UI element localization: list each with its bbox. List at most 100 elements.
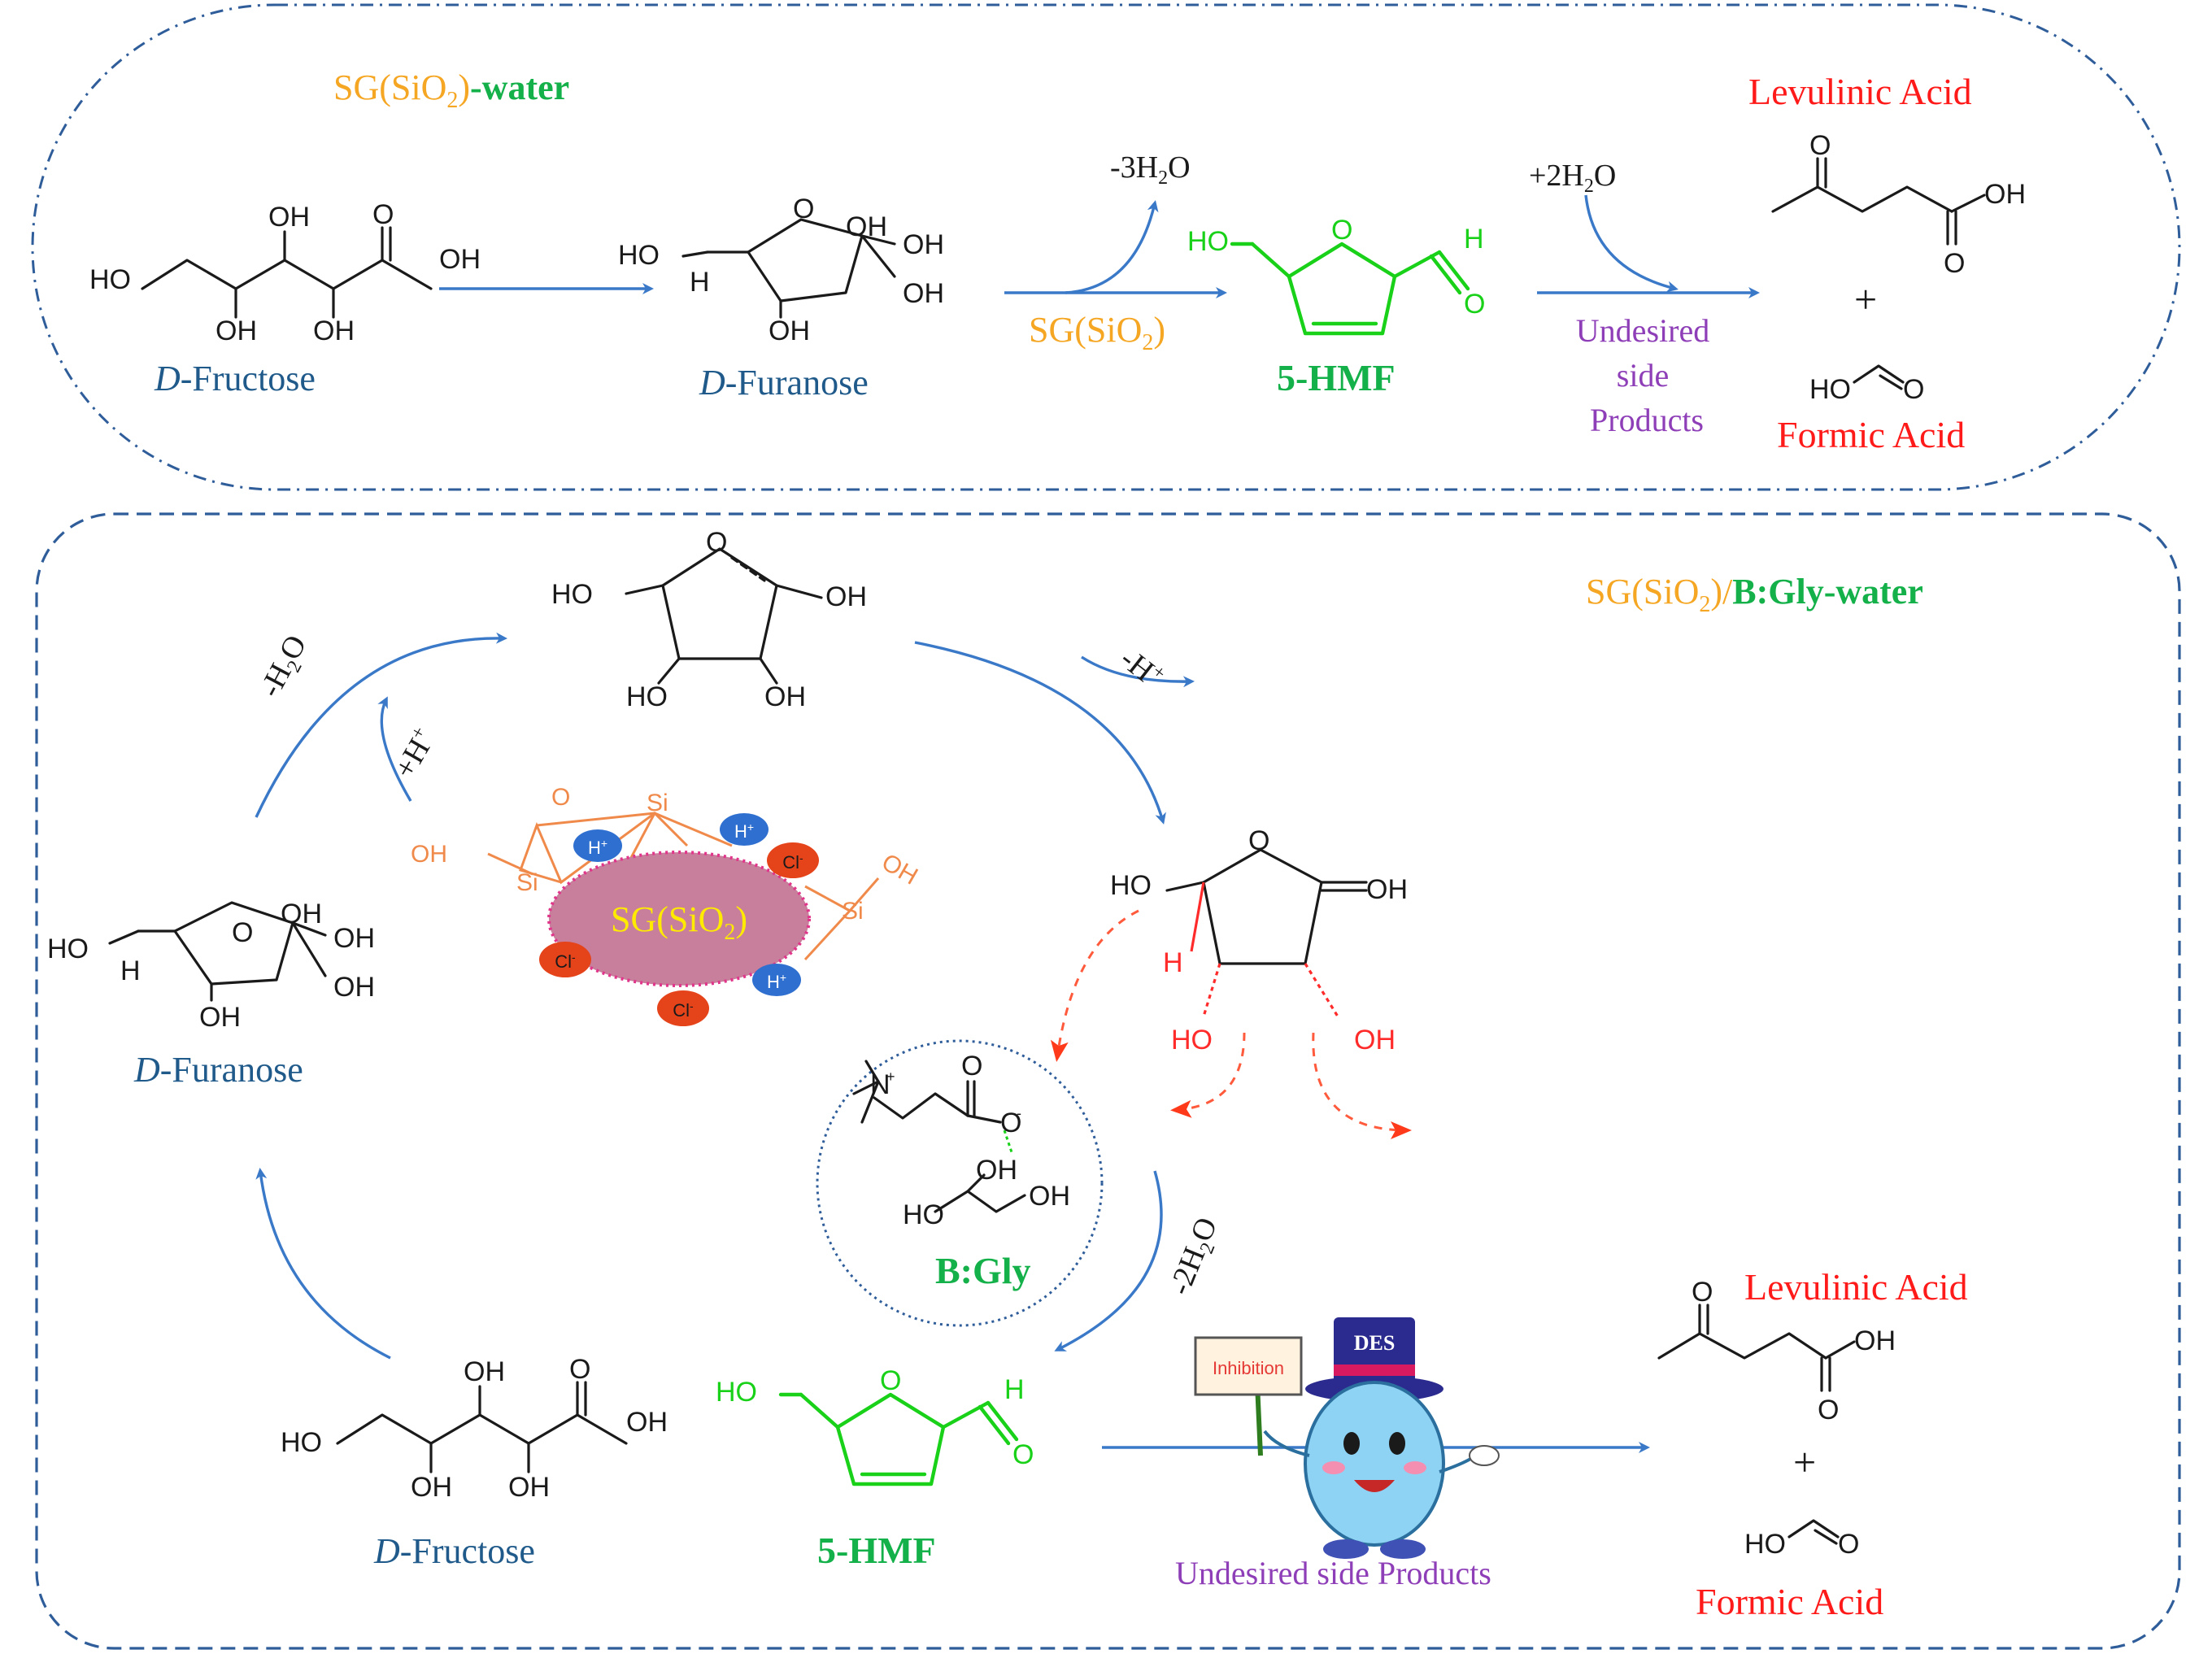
label-minus-water: -H2O xyxy=(253,629,317,704)
svg-text:HO: HO xyxy=(47,934,89,964)
svg-text:HO: HO xyxy=(1809,374,1851,405)
svg-text:H+: H+ xyxy=(734,820,754,842)
svg-text:O: O xyxy=(1248,825,1269,856)
svg-text:OH: OH xyxy=(333,923,375,954)
svg-text:O: O xyxy=(1331,215,1352,246)
svg-text:O: O xyxy=(1464,289,1485,320)
proton-ion: H+ xyxy=(720,813,769,846)
chloride-ion: Cl- xyxy=(539,942,591,977)
svg-text:HO: HO xyxy=(1171,1025,1213,1055)
mascot-body xyxy=(1304,1381,1445,1547)
cycle-arrow-enol-to-hmf xyxy=(1054,1170,1163,1351)
svg-text:H+: H+ xyxy=(767,971,786,992)
des-mascot: Inhibition DES xyxy=(1194,1317,1500,1559)
svg-text:O: O xyxy=(1838,1529,1859,1560)
top-fructose-molecule: HO OH OH OH OH O xyxy=(89,199,481,346)
top-levulinic-molecule: O OH O xyxy=(1771,130,2026,279)
bottom-formic-label: Formic Acid xyxy=(1696,1581,1883,1622)
svg-text:HO: HO xyxy=(1110,870,1152,901)
des-hat-label: DES xyxy=(1354,1331,1396,1355)
svg-text:O: O xyxy=(793,194,814,224)
svg-text:H: H xyxy=(1464,224,1484,255)
svg-text:O: O xyxy=(569,1354,590,1385)
chloride-ion: Cl- xyxy=(657,990,709,1026)
svg-text:OH: OH xyxy=(764,681,806,712)
bgly-circle xyxy=(816,1039,1104,1327)
bgly-label: B:Gly xyxy=(935,1250,1031,1291)
top-plus: + xyxy=(1854,276,1877,322)
svg-text:OH: OH xyxy=(508,1472,550,1503)
svg-text:H+: H+ xyxy=(588,837,607,858)
bottom-panel: SG(SiO2)/B:Gly-water -H2O +H+ -H+ -2H2O … xyxy=(35,512,2181,1650)
top-hydration-label: +2H2O xyxy=(1529,159,1616,197)
bottom-hmf-label: 5-HMF xyxy=(817,1530,936,1571)
top-catalyst-label: SG(SiO2) xyxy=(1029,310,1165,355)
svg-text:OH: OH xyxy=(1984,179,2026,210)
sg-catalyst: SG(SiO2) OH O Si Si Si OH H+ H+ H+ Cl- C… xyxy=(411,784,922,1026)
svg-text:OH: OH xyxy=(1854,1325,1896,1356)
svg-text:Si: Si xyxy=(647,790,668,816)
svg-text:OH: OH xyxy=(877,849,922,890)
svg-text:OH: OH xyxy=(281,899,322,929)
svg-text:O: O xyxy=(1012,1439,1034,1470)
top-levulinic-label: Levulinic Acid xyxy=(1748,71,1972,112)
svg-text:N: N xyxy=(870,1069,890,1100)
svg-text:OH: OH xyxy=(626,1407,668,1438)
svg-text:O: O xyxy=(1692,1277,1713,1308)
label-minus-2water: -2H2O xyxy=(1162,1212,1227,1301)
svg-text:O: O xyxy=(880,1365,901,1396)
top-panel: SG(SiO2)-water HO OH OH OH OH O D-Fructo… xyxy=(31,3,2181,491)
svg-text:Cl-: Cl- xyxy=(782,851,803,873)
svg-text:OH: OH xyxy=(313,316,355,346)
svg-text:-: - xyxy=(1017,1105,1021,1121)
dashed-arrow-oh-release xyxy=(1312,1032,1412,1139)
bgly-complex: N + O O - OH HO OH B:Gly xyxy=(816,1039,1104,1327)
svg-text:H: H xyxy=(120,955,141,986)
top-formic-label: Formic Acid xyxy=(1777,414,1965,455)
svg-text:HO: HO xyxy=(89,264,131,295)
top-formic-molecule: HO O xyxy=(1809,364,1924,405)
top-panel-border xyxy=(31,3,2181,491)
svg-text:OH: OH xyxy=(825,581,867,612)
svg-text:HO: HO xyxy=(618,240,660,271)
proton-ion: H+ xyxy=(752,964,801,996)
svg-text:O: O xyxy=(961,1051,982,1082)
bottom-panel-border xyxy=(35,512,2181,1650)
svg-text:O: O xyxy=(372,199,394,230)
svg-text:SG(SiO2): SG(SiO2) xyxy=(611,899,747,945)
svg-text:Si: Si xyxy=(516,869,538,896)
svg-text:O: O xyxy=(1809,130,1831,161)
bottom-hmf-molecule: HO O H O xyxy=(716,1365,1034,1486)
svg-text:O: O xyxy=(1818,1395,1839,1425)
svg-text:+: + xyxy=(886,1069,895,1085)
svg-text:OH: OH xyxy=(216,316,257,346)
svg-text:HO: HO xyxy=(626,681,668,712)
bottom-condition-title: SG(SiO2)/B:Gly-water xyxy=(1586,572,1923,617)
svg-text:H: H xyxy=(690,267,710,298)
svg-text:OH: OH xyxy=(333,972,375,1003)
top-condition-title: SG(SiO2)-water xyxy=(333,67,569,113)
inhibition-sign xyxy=(1194,1336,1303,1396)
svg-text:OH: OH xyxy=(268,202,310,233)
bottom-furanose-label: D-Furanose xyxy=(133,1050,303,1090)
svg-text:O: O xyxy=(232,917,253,948)
svg-text:O: O xyxy=(706,527,727,558)
svg-text:OH: OH xyxy=(1029,1181,1070,1212)
enol-molecule: HO O OH H HO OH xyxy=(1110,825,1408,1055)
svg-text:H: H xyxy=(1004,1374,1025,1405)
top-fructose-label: D-Fructose xyxy=(154,359,316,398)
label-plus-proton: +H+ xyxy=(387,723,442,785)
proton-ion: H+ xyxy=(573,829,622,862)
top-hmf-molecule: HO O H O xyxy=(1187,215,1485,336)
bottom-side-products-label: Undesired side Products xyxy=(1175,1555,1491,1591)
bottom-plus: + xyxy=(1793,1439,1816,1485)
top-furanose-label: D-Furanose xyxy=(699,363,869,403)
bottom-formic-molecule: HO O xyxy=(1744,1519,1859,1560)
svg-text:HO: HO xyxy=(281,1427,322,1458)
cycle-arrow-fructose-to-furanose xyxy=(255,1168,391,1360)
label-minus-proton: -H+ xyxy=(1113,641,1169,695)
svg-text:OH: OH xyxy=(1354,1025,1396,1055)
top-furanose-molecule: HO H O OH OH OH OH xyxy=(618,194,944,346)
cycle-arrow-oxocarbenium-to-enol xyxy=(914,641,1166,825)
